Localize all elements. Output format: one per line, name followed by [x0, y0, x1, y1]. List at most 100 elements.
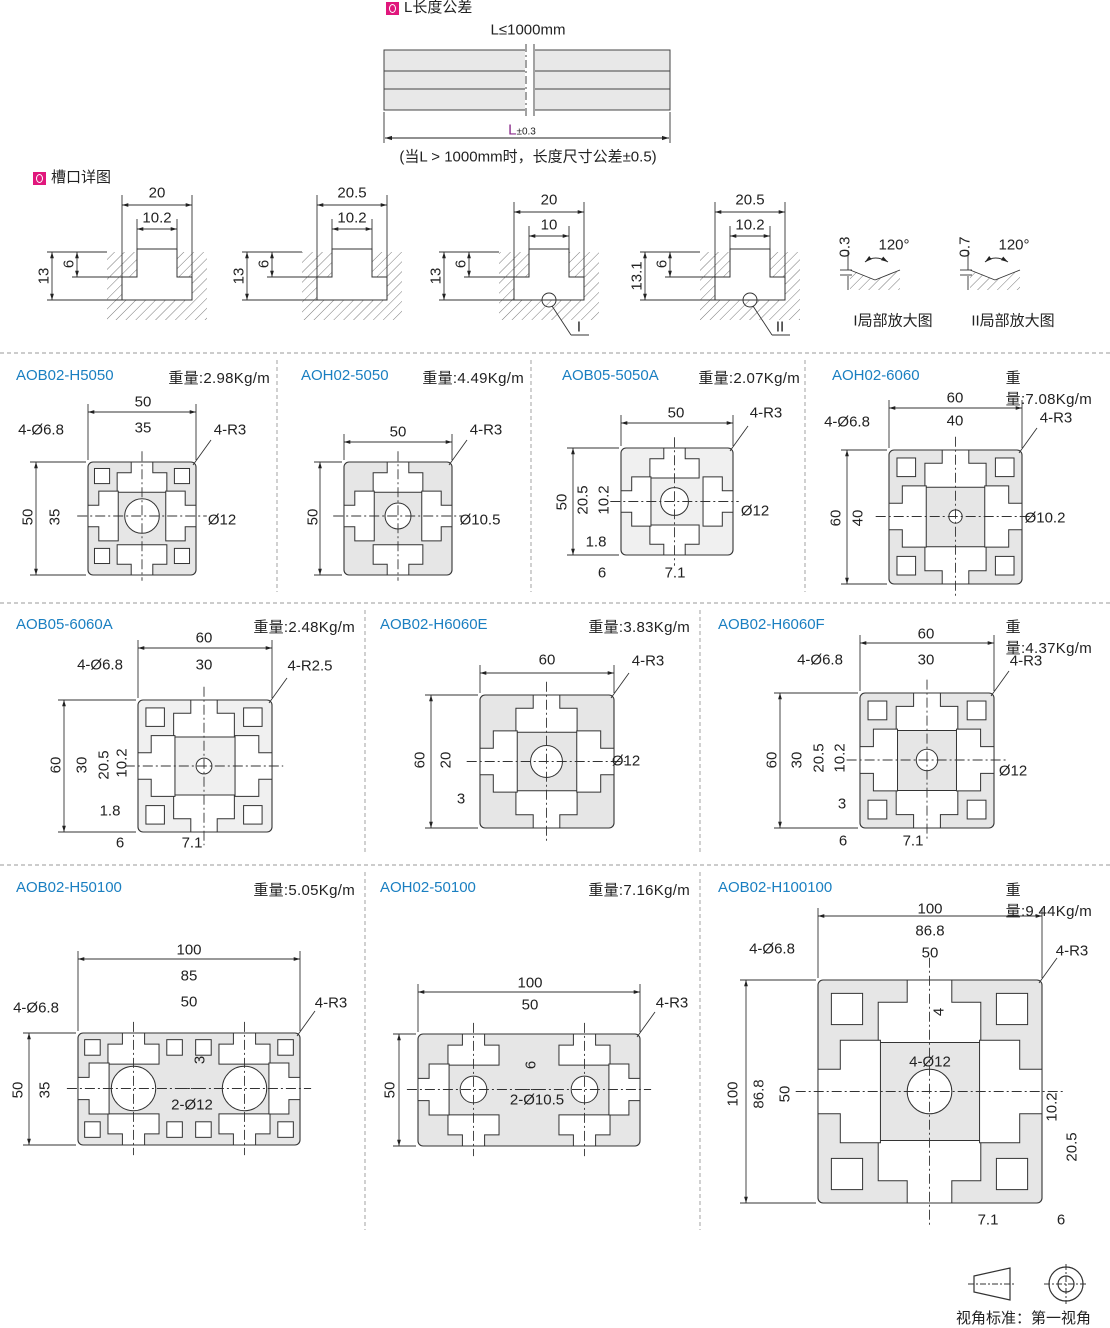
dimension-label: 7.1: [902, 832, 924, 850]
profile-weight: 重量:4.37Kg/m: [1005, 619, 1093, 657]
dimension-label: 4-Ø12: [909, 1053, 951, 1071]
dimension-label: 6: [597, 564, 607, 582]
dimension-label: 4-Ø6.8: [13, 999, 59, 1017]
profile-model-name: AOB05-5050A: [562, 367, 659, 384]
section-title: L长度公差: [404, 0, 473, 16]
section-title: 槽口详图: [51, 169, 112, 186]
dimension-label: 50: [9, 1081, 27, 1099]
dimension-label: 4-Ø6.8: [797, 651, 843, 669]
dimension-label: 20.5: [1063, 1132, 1081, 1162]
dimension-label: 60: [195, 629, 213, 647]
dimension-label: 40: [946, 412, 964, 430]
dimension-label: 35: [46, 508, 64, 526]
dimension-label: 50: [553, 493, 571, 511]
dimension-label: 2-Ø10.5: [509, 1091, 565, 1109]
dimension-label: 50: [776, 1085, 794, 1103]
dimension-label: 20.5: [95, 750, 113, 780]
profile-weight: 重量:4.49Kg/m: [422, 370, 524, 387]
dimension-label: 10.2: [595, 485, 613, 515]
profile-model-name: AOB02-H5050: [16, 367, 114, 384]
length-tolerance-value: ±0.3: [516, 126, 536, 138]
dimension-label: 6: [1056, 1211, 1066, 1229]
dimension-label: 100: [917, 900, 943, 918]
dimension-label: 13.1: [628, 261, 646, 291]
profile-cross-section: [77, 1032, 301, 1146]
profile-cross-section: [417, 1033, 641, 1147]
dimension-label: 10.2: [1043, 1092, 1061, 1122]
dimension-label: 10: [540, 216, 558, 234]
dimension-label: 4-Ø6.8: [18, 421, 64, 439]
dimension-label: 3: [191, 1055, 209, 1065]
dimension-label: 100: [517, 974, 543, 992]
dimension-label: 120°: [878, 236, 910, 254]
dimension-label: 20.5: [574, 485, 592, 515]
dimension-label: 4-R3: [631, 652, 665, 670]
dimension-label: Ø12: [998, 762, 1028, 780]
dimension-label: 120°: [998, 236, 1030, 254]
dimension-label: 4-R3: [213, 421, 247, 439]
dimension-label: 60: [763, 751, 781, 769]
profile-model-name: AOH02-50100: [380, 879, 476, 896]
dimension-label: 50: [667, 404, 685, 422]
dimension-label: Ø12: [740, 502, 770, 520]
length-symbol: L: [508, 121, 517, 139]
dimension-label: 60: [411, 751, 429, 769]
slot-detail-drawing: [499, 248, 599, 320]
dimension-label: 60: [917, 625, 935, 643]
dimension-label: 4-Ø6.8: [749, 940, 795, 958]
dimension-label: 4-R3: [314, 994, 348, 1012]
dimension-label: 85: [180, 967, 198, 985]
dimension-label: 60: [827, 509, 845, 527]
dimension-label: 50: [134, 393, 152, 411]
dimension-label: 20: [148, 184, 166, 202]
first-angle-projection-icon: [968, 1264, 1088, 1304]
dimension-label: 30: [73, 756, 91, 774]
dimension-label: 60: [538, 651, 556, 669]
dimension-label: 4-R3: [1055, 942, 1089, 960]
dimension-label: 1.8: [585, 533, 607, 551]
dimension-label: 6: [838, 832, 848, 850]
dimension-label: 86.8: [915, 922, 945, 940]
dimension-label: 10.2: [113, 748, 131, 778]
dimension-label: 7.1: [181, 834, 203, 852]
dimension-label: 86.8: [750, 1079, 768, 1109]
dimension-label: 50: [389, 423, 407, 441]
profile-weight: 重量:7.16Kg/m: [588, 882, 690, 899]
slot-detail-drawing: [700, 248, 800, 320]
dimension-label: 50: [304, 508, 322, 526]
dimension-label: 4: [930, 1007, 948, 1017]
length-dim-label: L±0.3: [508, 123, 536, 140]
dimension-label: 4-Ø6.8: [77, 656, 123, 674]
dimension-label: 20.5: [337, 184, 367, 202]
dimension-label: 50: [521, 996, 539, 1014]
dimension-label: 20: [540, 191, 558, 209]
dimension-label: 20: [437, 751, 455, 769]
dimension-label: 6: [522, 1060, 540, 1070]
slot-detail-drawing: [107, 248, 207, 320]
dimension-label: 30: [195, 656, 213, 674]
section-marker-icon: [33, 171, 46, 185]
dimension-label: 0.3: [836, 236, 854, 258]
detail-callout-label: II: [775, 318, 785, 336]
dimension-label: 4-Ø6.8: [824, 413, 870, 431]
dimension-label: 6: [115, 834, 125, 852]
dimension-label: 7.1: [977, 1211, 999, 1229]
dimension-label: 10.2: [337, 209, 367, 227]
dimension-label: 4-R3: [469, 421, 503, 439]
profile-model-name: AOH02-6060: [832, 367, 920, 384]
dimension-label: 6: [452, 259, 470, 269]
dimension-label: Ø10.5: [459, 511, 501, 529]
profile-weight: 重量:5.05Kg/m: [253, 882, 355, 899]
dimension-label: 4-R3: [655, 994, 689, 1012]
zoom-view-caption: I局部放大图: [853, 312, 933, 330]
dimension-label: 100: [724, 1081, 742, 1107]
dimension-label: 30: [788, 751, 806, 769]
profile-weight: 重量:2.98Kg/m: [168, 370, 270, 387]
dimension-label: Ø10.2: [1024, 509, 1066, 527]
dimension-label: 7.1: [664, 564, 686, 582]
dimension-label: 13: [427, 267, 445, 285]
view-standard-label: 视角标准：第一视角: [956, 1310, 1092, 1327]
dimension-label: 10.2: [735, 216, 765, 234]
dimension-label: 50: [381, 1081, 399, 1099]
